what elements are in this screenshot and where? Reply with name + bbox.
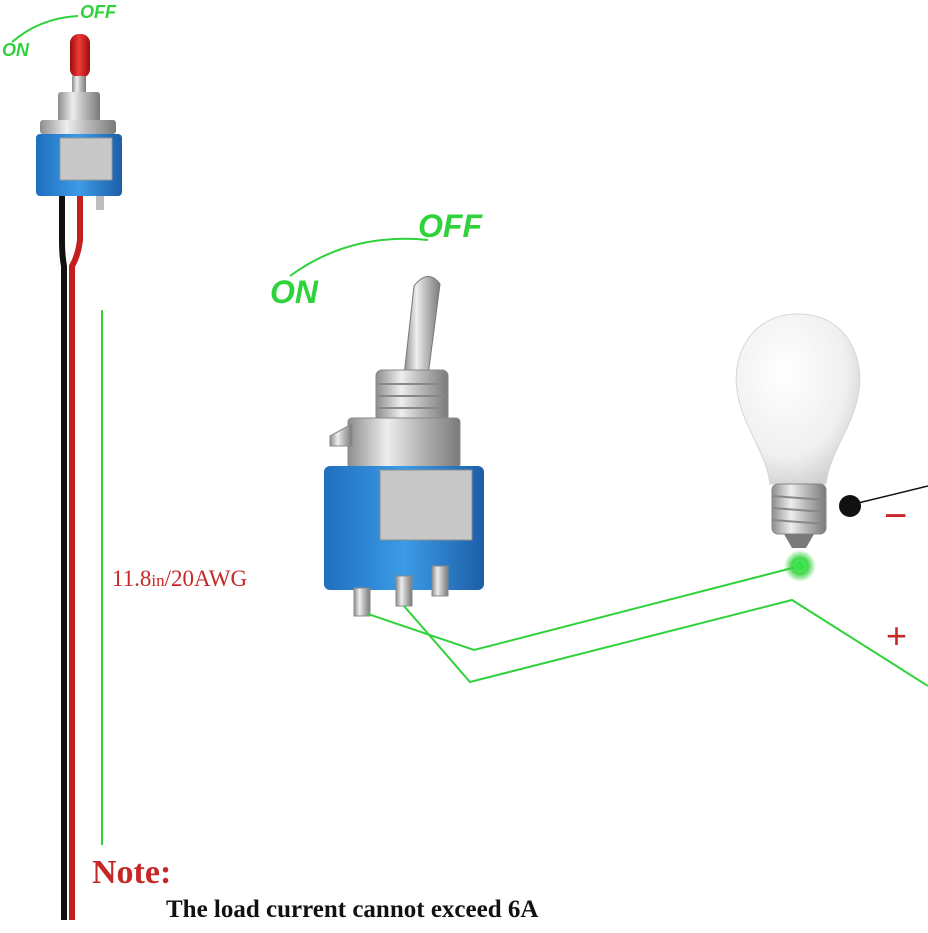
wire-length-unit: in — [151, 571, 165, 590]
large-switch-pin-center — [395, 575, 413, 607]
wire-switch-to-bulb-contact — [367, 565, 801, 652]
large-switch-on-off-arc — [289, 237, 429, 277]
small-switch-nut — [58, 92, 100, 122]
wire-length: 11.8 — [112, 566, 152, 591]
bulb-glass — [735, 313, 861, 485]
note-text: The load current cannot exceed 6A — [166, 896, 539, 923]
bulb-tip — [784, 534, 814, 548]
small-switch-on-label: ON — [2, 40, 29, 60]
small-switch-pin — [96, 196, 104, 210]
cable-red-core — [69, 196, 83, 920]
large-switch-pin-left — [353, 587, 371, 617]
large-switch-lever — [403, 276, 441, 377]
small-switch-neck — [72, 76, 86, 92]
large-switch-plate — [379, 469, 473, 541]
large-switch-pin-right — [431, 565, 449, 597]
connection-wires — [367, 565, 928, 687]
positive-sign-label: + — [886, 615, 908, 656]
wire-gauge: /20AWG — [164, 566, 248, 591]
two-core-cable — [59, 196, 83, 920]
large-switch-washer-tab — [329, 423, 353, 447]
negative-terminal-dot — [839, 495, 861, 517]
large-toggle-switch — [289, 237, 484, 617]
wire-spec-label: 11.8in/20AWG — [112, 566, 247, 592]
wire-switch-to-positive — [403, 598, 928, 687]
light-bulb — [735, 313, 928, 582]
negative-sign-label: − — [884, 494, 908, 538]
small-switch-plate — [59, 137, 113, 181]
small-toggle-switch — [11, 15, 122, 210]
large-switch-on-label: ON — [270, 274, 318, 310]
negative-lead — [857, 485, 928, 504]
small-switch-off-label: OFF — [80, 2, 116, 22]
note-title: Note: — [92, 854, 172, 891]
large-switch-off-label: OFF — [418, 208, 482, 244]
large-switch-nut — [347, 417, 461, 469]
small-switch-lever — [70, 34, 90, 78]
cable-black-core — [59, 196, 67, 920]
small-switch-on-off-arc — [11, 15, 79, 43]
small-switch-washer — [40, 120, 116, 134]
